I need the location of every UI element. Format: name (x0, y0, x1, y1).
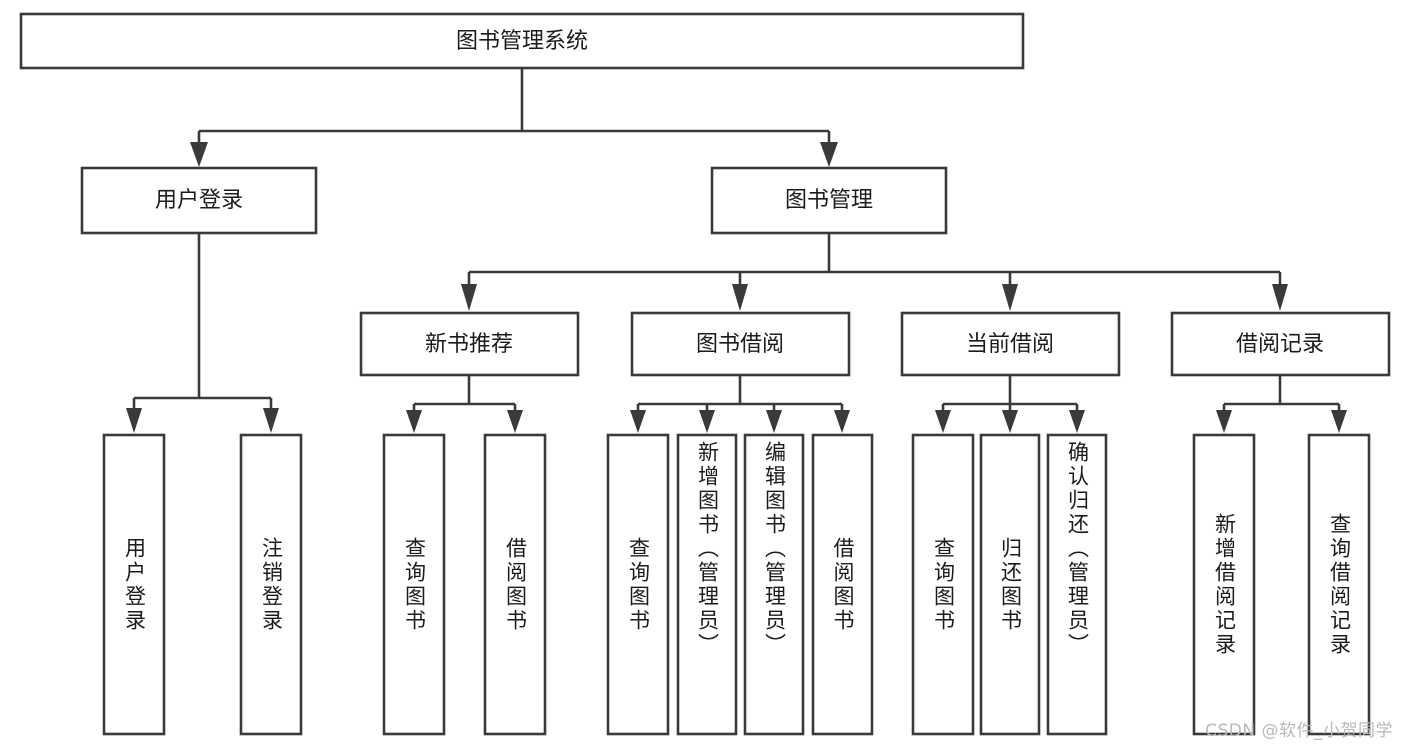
arrow-head-leaf-add-book (699, 410, 715, 433)
node-new-book-recommend-box[interactable] (359, 311, 580, 377)
arrow-head-leaf-user-login (126, 408, 142, 433)
leaf-box-edit-book[interactable] (743, 433, 805, 736)
leaf-box-user-login[interactable] (102, 433, 166, 736)
arrow-head-leaf-logout-login (263, 408, 279, 433)
node-book-borrow-label: 图书借阅 (696, 332, 784, 357)
node-root-label: 图书管理系统 (456, 29, 588, 54)
arrow-head-leaf-query-book-1 (406, 410, 422, 433)
leaf-box-borrow-book-2[interactable] (811, 433, 874, 736)
leaf-box-query-book-3[interactable] (911, 433, 975, 736)
node-user-login-label: 用户登录 (155, 188, 243, 213)
leaf-box-query-book-1[interactable] (382, 433, 446, 736)
node-current-borrow-box[interactable] (900, 311, 1121, 377)
arrow-head-user-login (190, 142, 208, 167)
arrow-head-leaf-add-record (1216, 410, 1232, 433)
arrow-head-leaf-return-book (1002, 410, 1018, 433)
leaf-box-add-record[interactable] (1192, 433, 1256, 736)
node-borrow-record-box[interactable] (1170, 311, 1391, 377)
arrow-head-borrow-record (1272, 284, 1288, 311)
connector-layer (126, 68, 1347, 433)
node-new-book-recommend-label: 新书推荐 (425, 332, 513, 357)
leaf-box-query-record[interactable] (1307, 433, 1371, 736)
watermark-text: CSDN @软件_小贺同学 (1205, 721, 1393, 741)
arrow-head-leaf-query-book-2 (630, 410, 646, 433)
arrow-head-leaf-query-book-3 (935, 410, 951, 433)
arrow-head-leaf-query-record (1331, 410, 1347, 433)
arrow-head-leaf-borrow-book-2 (834, 410, 850, 433)
leaf-box-return-book[interactable] (979, 433, 1041, 736)
node-user-login-box[interactable] (80, 166, 318, 235)
arrow-head-leaf-borrow-book-1 (507, 410, 523, 433)
node-book-manage-box[interactable] (710, 166, 948, 235)
leaf-box-borrow-book-1[interactable] (483, 433, 547, 736)
node-book-borrow-box[interactable] (630, 311, 851, 377)
arrow-head-current-borrow (1002, 284, 1018, 311)
node-current-borrow-label: 当前借阅 (966, 332, 1054, 357)
node-root-box[interactable] (19, 12, 1025, 70)
leaf-box-logout-login[interactable] (239, 433, 303, 736)
arrow-head-leaf-edit-book (766, 410, 782, 433)
node-borrow-record-label: 借阅记录 (1236, 332, 1324, 357)
leaf-box-query-book-2[interactable] (606, 433, 670, 736)
leaf-box-confirm-return[interactable] (1046, 433, 1108, 736)
node-layer: 图书管理系统 用户登录 图书管理 新书推荐 图书借阅 当前借阅 借阅记录 (19, 12, 1391, 736)
arrow-head-book-manage (820, 142, 838, 167)
leaf-box-add-book[interactable] (676, 433, 738, 736)
arrow-head-new-book-recommend (461, 284, 477, 311)
node-book-manage-label: 图书管理 (785, 188, 873, 213)
arrow-head-book-borrow (732, 284, 748, 311)
arrow-head-leaf-confirm-return (1069, 410, 1085, 433)
